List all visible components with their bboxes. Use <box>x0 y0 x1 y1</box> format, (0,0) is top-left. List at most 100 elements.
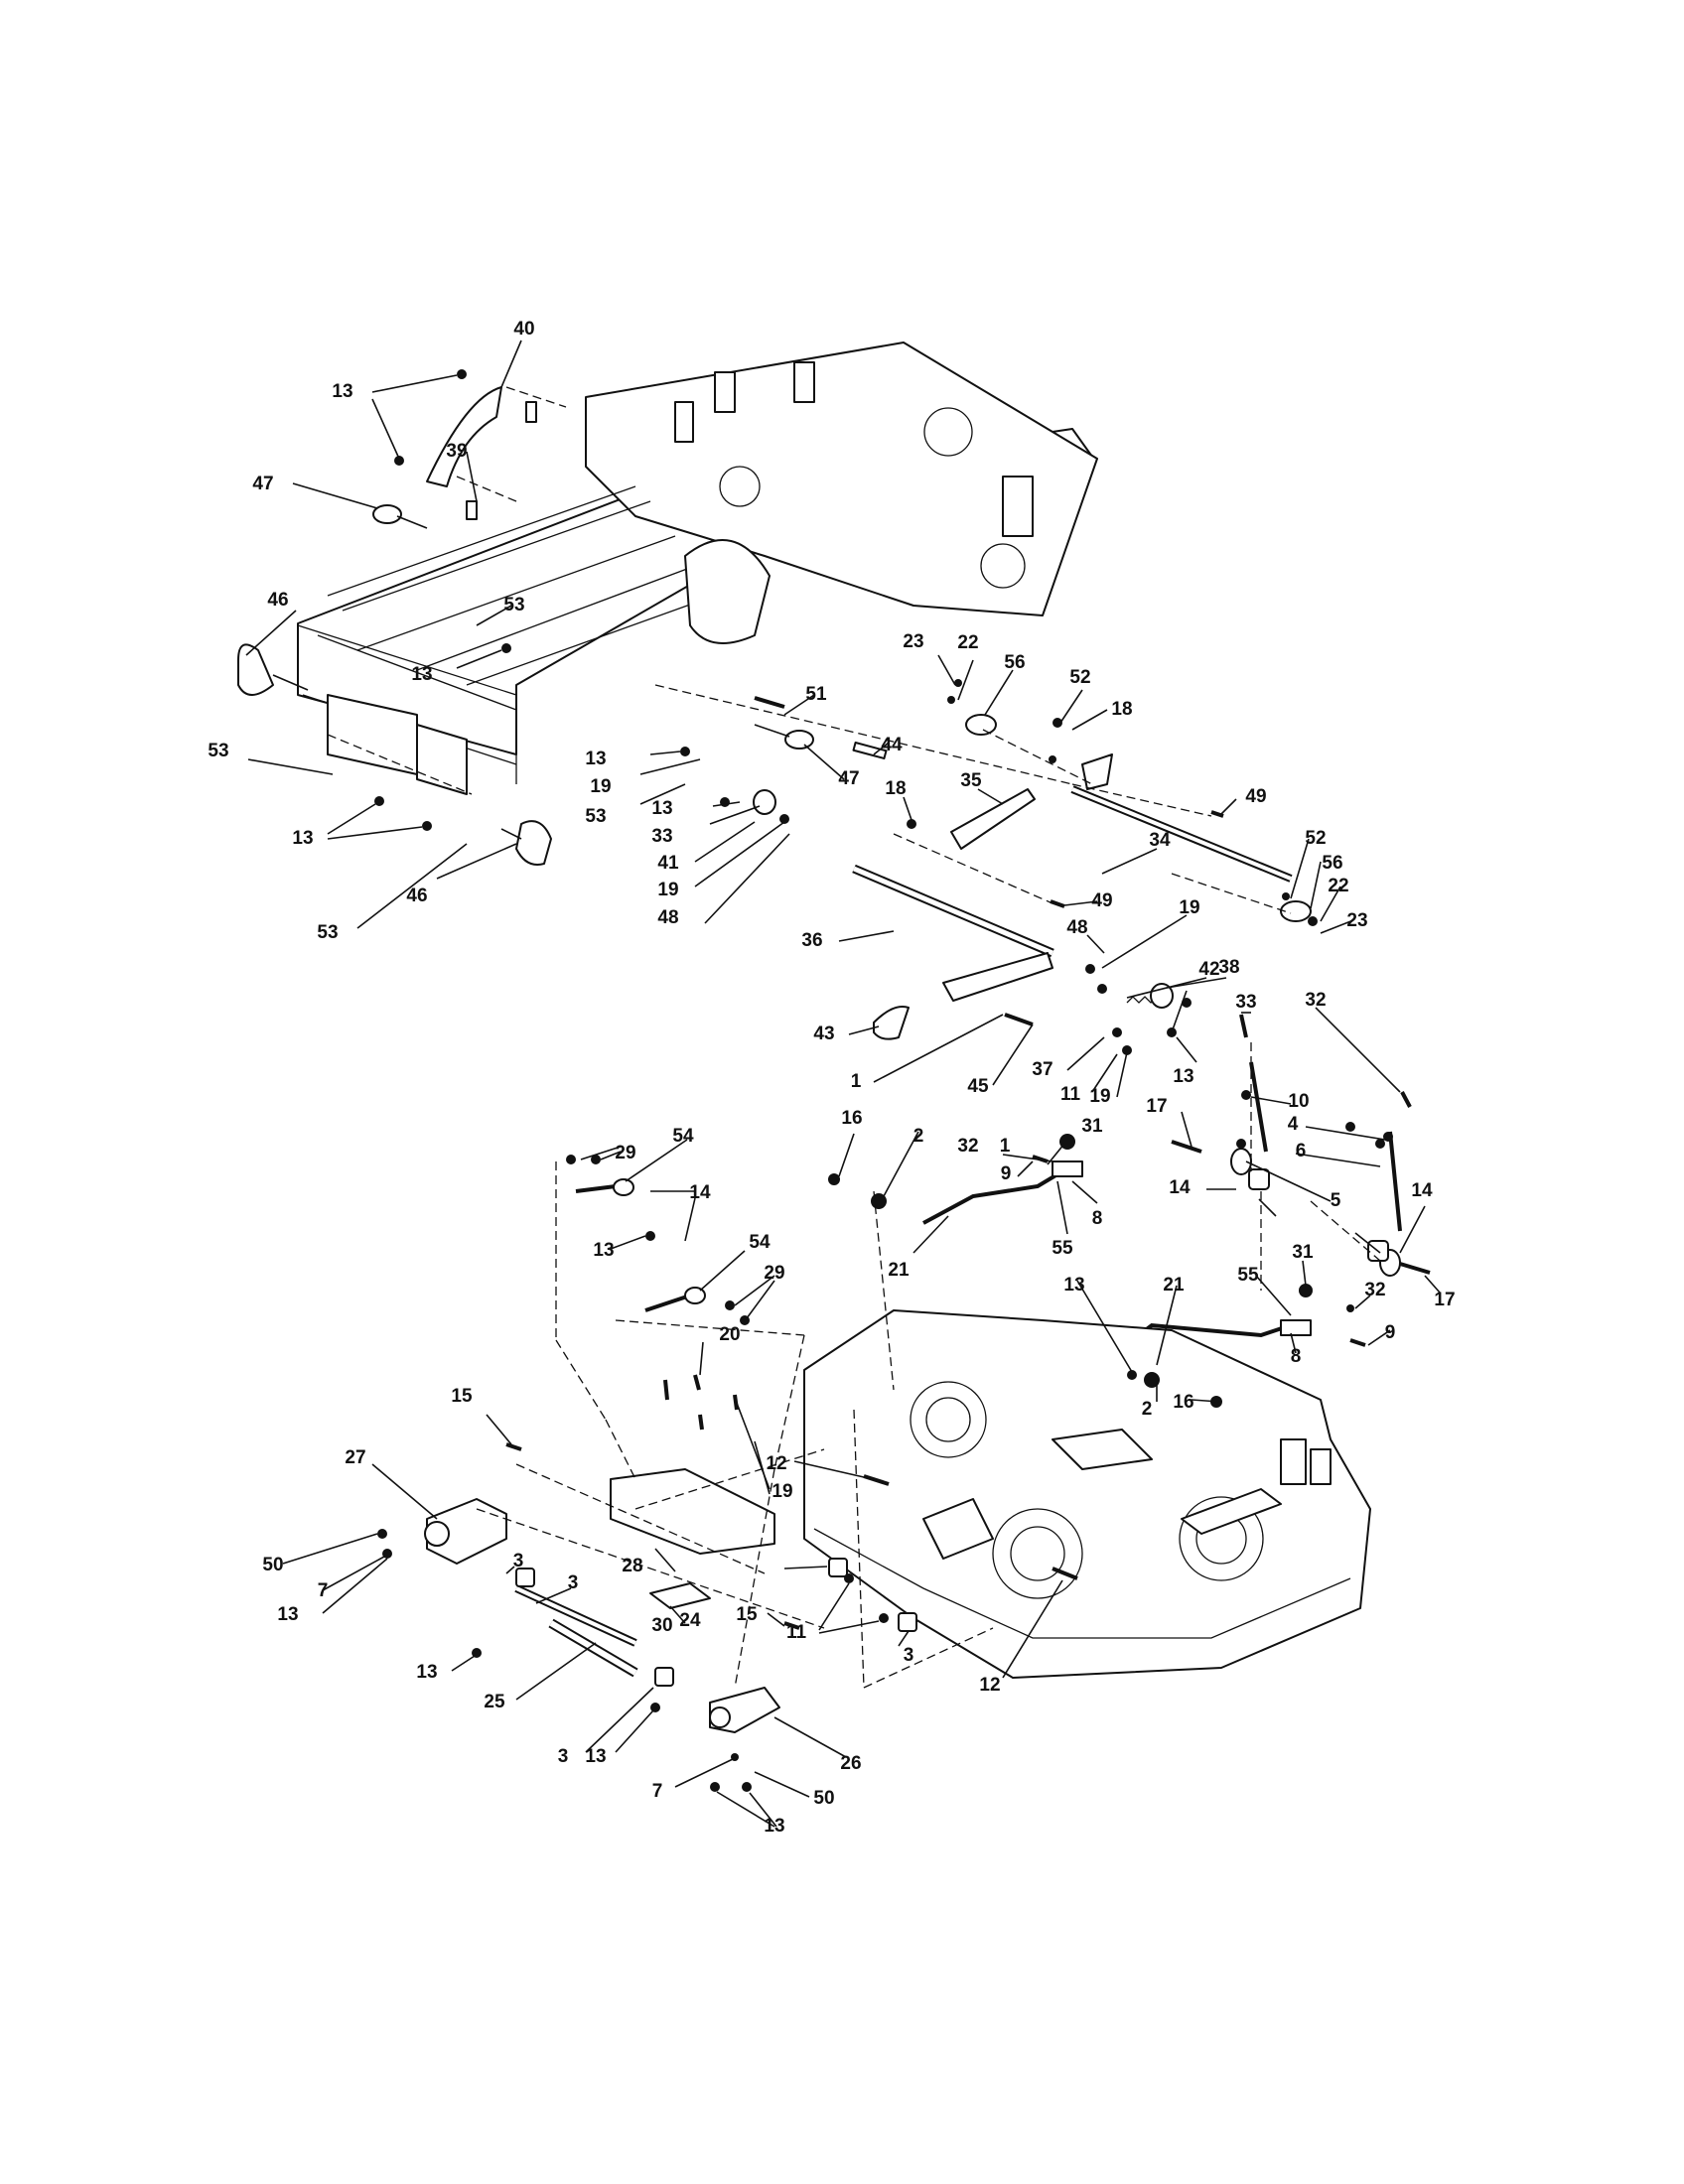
part-label-13a: 13 <box>332 381 352 402</box>
part-label-33a: 33 <box>651 826 672 847</box>
part-label-17b: 17 <box>1434 1290 1455 1310</box>
part-label-5: 5 <box>1331 1190 1341 1211</box>
part-label-44: 44 <box>881 735 903 755</box>
part-label-32a: 32 <box>1305 990 1326 1011</box>
part-label-19d: 19 <box>1089 1086 1110 1107</box>
part-label-47a: 47 <box>252 474 273 494</box>
part-label-13d: 13 <box>585 749 606 769</box>
part-label-11b: 11 <box>786 1622 807 1643</box>
part-label-48a: 48 <box>657 907 678 928</box>
part-label-15a: 15 <box>451 1386 473 1407</box>
part-label-12a: 12 <box>766 1453 786 1474</box>
part-43-handle <box>873 1006 910 1040</box>
part-label-3c: 3 <box>904 1645 914 1666</box>
part-label-31b: 31 <box>1292 1242 1314 1263</box>
part-label-31a: 31 <box>1081 1116 1103 1137</box>
part-label-13e: 13 <box>651 798 672 819</box>
part-label-26: 26 <box>840 1753 861 1774</box>
part-label-55b: 55 <box>1237 1265 1259 1286</box>
part-label-17a: 17 <box>1146 1096 1167 1117</box>
part-label-9b: 9 <box>1385 1322 1396 1343</box>
part-33-bushing-upper <box>753 789 776 815</box>
part-label-16b: 16 <box>1173 1392 1193 1413</box>
part-label-2b: 2 <box>1142 1399 1153 1420</box>
part-label-13b: 13 <box>411 664 432 685</box>
part-label-50b: 50 <box>813 1788 834 1809</box>
part-46-upper <box>237 643 309 696</box>
part-label-54a: 54 <box>672 1126 694 1147</box>
part-label-18b: 18 <box>885 778 906 799</box>
part-44-pin <box>852 741 888 760</box>
part-label-14a: 14 <box>1169 1177 1191 1198</box>
part-label-23b: 23 <box>1346 910 1367 931</box>
part-34-lift-shaft <box>1070 753 1293 883</box>
part-label-49a: 49 <box>1091 890 1112 911</box>
part-3-spacer-b <box>654 1667 674 1687</box>
part-21-rod-left <box>922 1160 1083 1225</box>
part-label-16a: 16 <box>841 1108 862 1129</box>
part-label-27: 27 <box>345 1447 365 1468</box>
part-39b-pin <box>466 500 478 520</box>
part-label-13g: 13 <box>593 1240 614 1261</box>
part-label-7a: 7 <box>318 1580 329 1601</box>
part-label-13c: 13 <box>292 828 313 849</box>
part-label-37: 37 <box>1032 1059 1052 1080</box>
part-36-lift-shaft <box>852 864 1054 1002</box>
part-39-pin <box>525 401 537 423</box>
part-label-36: 36 <box>801 930 822 951</box>
part-label-11a: 11 <box>1060 1084 1081 1105</box>
part-label-19b: 19 <box>657 880 678 900</box>
part-label-38: 38 <box>1218 957 1239 978</box>
part-25-shaft <box>548 1618 638 1678</box>
part-label-8a: 8 <box>1092 1208 1103 1229</box>
part-label-14b: 14 <box>1411 1180 1433 1201</box>
part-label-41: 41 <box>657 853 679 874</box>
part-label-29b: 29 <box>764 1263 784 1284</box>
part-label-46b: 46 <box>406 886 427 906</box>
part-46-lower <box>500 820 552 866</box>
part-label-4: 4 <box>1288 1114 1299 1135</box>
part-label-32c: 32 <box>1364 1280 1385 1300</box>
part-label-6: 6 <box>1296 1141 1307 1161</box>
part-label-35: 35 <box>960 770 982 791</box>
part-label-13h: 13 <box>1063 1275 1084 1296</box>
part-label-21b: 21 <box>1163 1275 1185 1296</box>
part-label-33b: 33 <box>1235 992 1256 1013</box>
part-40-quadrant <box>426 386 502 487</box>
part-label-32b: 32 <box>957 1136 978 1157</box>
part-label-53a: 53 <box>503 595 524 615</box>
part-label-2a: 2 <box>913 1126 924 1147</box>
part-47-lower <box>754 724 814 750</box>
part-label-23a: 23 <box>903 631 923 652</box>
part-label-56b: 56 <box>1322 853 1342 874</box>
part-3-spacer-d <box>898 1612 917 1632</box>
part-label-28: 28 <box>622 1556 642 1576</box>
part-label-50a: 50 <box>262 1555 283 1575</box>
part-label-52a: 52 <box>1069 667 1090 688</box>
assembly-lines <box>327 386 1381 1689</box>
part-label-46a: 46 <box>267 590 288 611</box>
part-5-spacer <box>1248 1168 1270 1190</box>
part-label-3a: 3 <box>513 1551 524 1571</box>
part-label-54b: 54 <box>749 1232 771 1253</box>
part-label-43: 43 <box>813 1024 834 1044</box>
part-label-52b: 52 <box>1305 828 1326 849</box>
part-label-51: 51 <box>805 684 827 705</box>
part-26-bracket <box>709 1687 780 1733</box>
part-30-plate <box>649 1582 711 1609</box>
part-56-bearing-upper <box>965 714 997 736</box>
part-label-42: 42 <box>1198 959 1219 980</box>
part-label-9a: 9 <box>1001 1163 1012 1184</box>
part-label-19e: 19 <box>772 1481 792 1502</box>
part-label-21a: 21 <box>888 1260 910 1281</box>
part-label-19c: 19 <box>1179 897 1199 918</box>
part-label-8b: 8 <box>1291 1346 1302 1367</box>
part-label-12b: 12 <box>979 1675 1000 1696</box>
part-label-13i: 13 <box>277 1604 298 1625</box>
part-label-55a: 55 <box>1052 1238 1073 1259</box>
part-label-22b: 22 <box>1328 876 1348 896</box>
part-label-13j: 13 <box>416 1662 437 1683</box>
part-3-spacer-c <box>828 1558 848 1577</box>
part-label-53b: 53 <box>208 741 228 761</box>
